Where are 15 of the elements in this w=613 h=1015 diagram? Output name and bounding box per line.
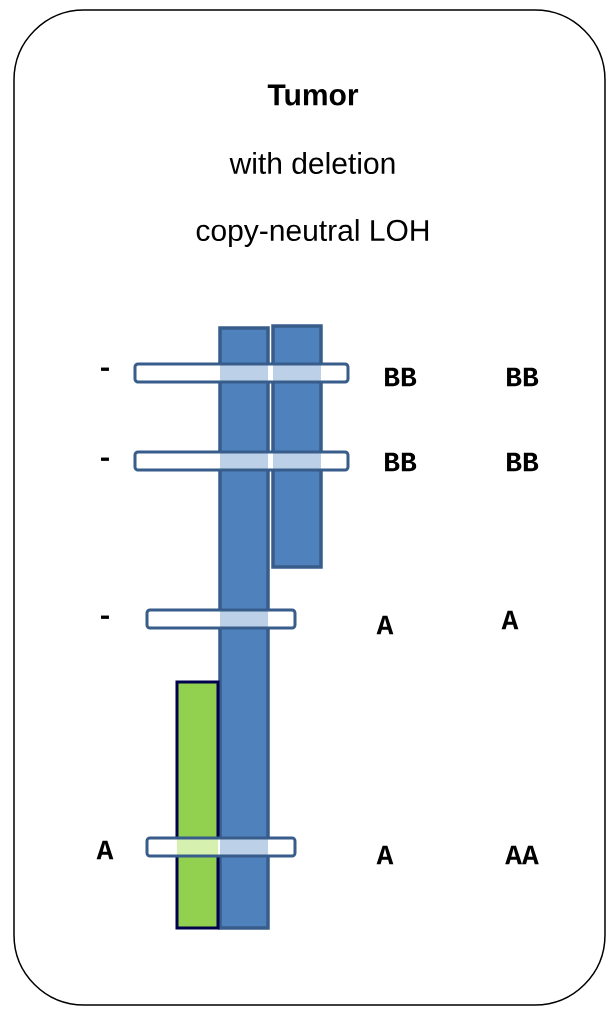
allele-label: - [101,367,109,371]
allele-label: A [501,610,519,630]
allele-label: BB [507,452,539,472]
allele-label: - [101,615,109,619]
allele-label: BB [507,367,539,387]
title: Tumor [267,84,359,106]
allele-label: BB [385,367,417,387]
allele-label: A [96,840,114,860]
allele-label: - [101,457,109,461]
subtitle: copy-neutral LOH [196,219,429,247]
allele-label: A [376,845,394,865]
allele-label: A [376,615,394,635]
allele-label: BB [385,452,417,472]
subtitle: with deletion [229,152,395,175]
allele-label: AA [505,845,539,865]
